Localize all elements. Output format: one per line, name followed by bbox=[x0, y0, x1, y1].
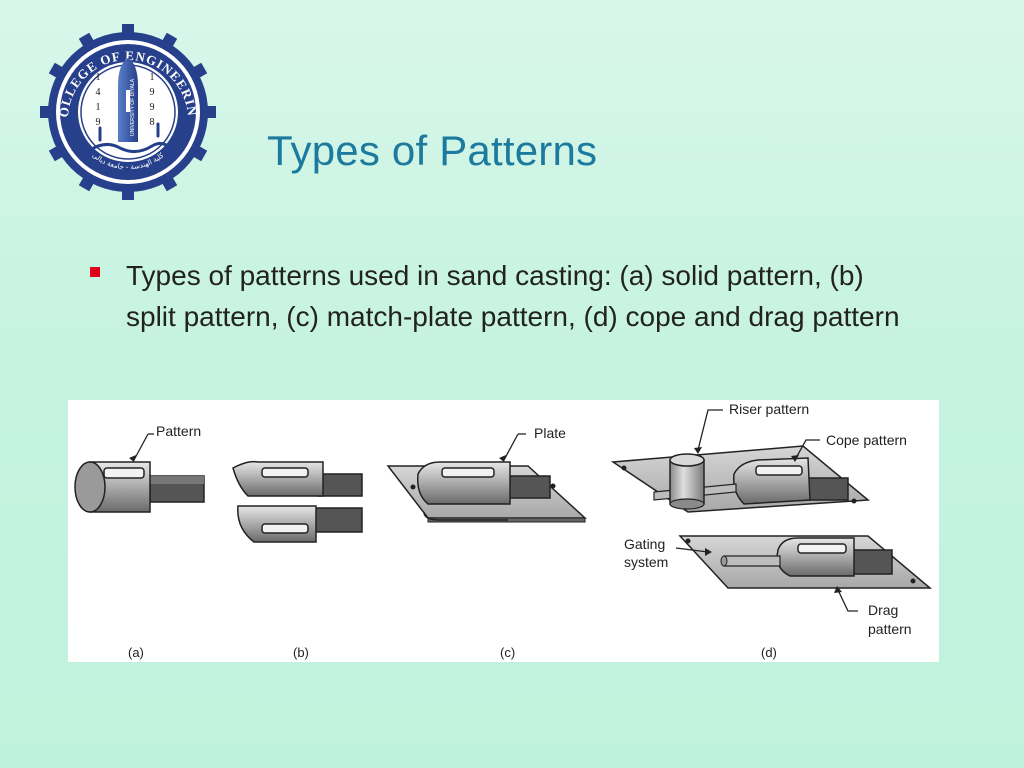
logo-year-digit: 9 bbox=[150, 102, 155, 113]
logo-year-digit: 4 bbox=[96, 87, 101, 98]
logo-year-digit: 1 bbox=[96, 72, 101, 83]
logo-year-digit: 1 bbox=[150, 72, 155, 83]
caption-b: (b) bbox=[293, 645, 309, 660]
gating-label-line2: system bbox=[624, 554, 668, 570]
logo-year-digit: 8 bbox=[150, 117, 155, 128]
logo-year-digit: 9 bbox=[150, 87, 155, 98]
calligraphy-icon bbox=[88, 122, 172, 153]
logo-tower-text: UNIVERSITY OF DIYALA bbox=[130, 78, 136, 136]
caption-c: (c) bbox=[500, 645, 515, 660]
drag-pattern-drawing bbox=[675, 535, 933, 612]
slide-title: Types of Patterns bbox=[267, 127, 598, 174]
caption-a: (a) bbox=[128, 645, 144, 660]
college-logo: COLLEGE OF ENGINEERING كلية الهندسة - جا… bbox=[40, 24, 216, 200]
cope-pattern-label: Cope pattern bbox=[826, 432, 907, 448]
riser-pattern-label: Riser pattern bbox=[729, 401, 809, 417]
solid-pattern-drawing bbox=[74, 433, 205, 513]
gating-label-line1: Gating bbox=[624, 536, 665, 552]
bullet-text: Types of patterns used in sand casting: … bbox=[126, 260, 900, 332]
drag-label-line2: pattern bbox=[868, 621, 912, 637]
cope-pattern-drawing bbox=[610, 409, 870, 513]
tower-icon: UNIVERSITY OF DIYALA bbox=[118, 58, 138, 142]
bullet-square-icon bbox=[90, 267, 100, 277]
patterns-figure: Pattern (a) (b) Plate (c) bbox=[68, 400, 939, 662]
split-pattern-drawing bbox=[232, 460, 363, 543]
bullet-item: Types of patterns used in sand casting: … bbox=[88, 255, 908, 337]
drag-label-line1: Drag bbox=[868, 602, 898, 618]
pattern-label: Pattern bbox=[156, 423, 201, 439]
logo-year-digit: 9 bbox=[96, 117, 101, 128]
caption-d: (d) bbox=[761, 645, 777, 660]
match-plate-pattern-drawing bbox=[386, 433, 587, 523]
logo-year-digit: 1 bbox=[96, 102, 101, 113]
plate-label: Plate bbox=[534, 425, 566, 441]
